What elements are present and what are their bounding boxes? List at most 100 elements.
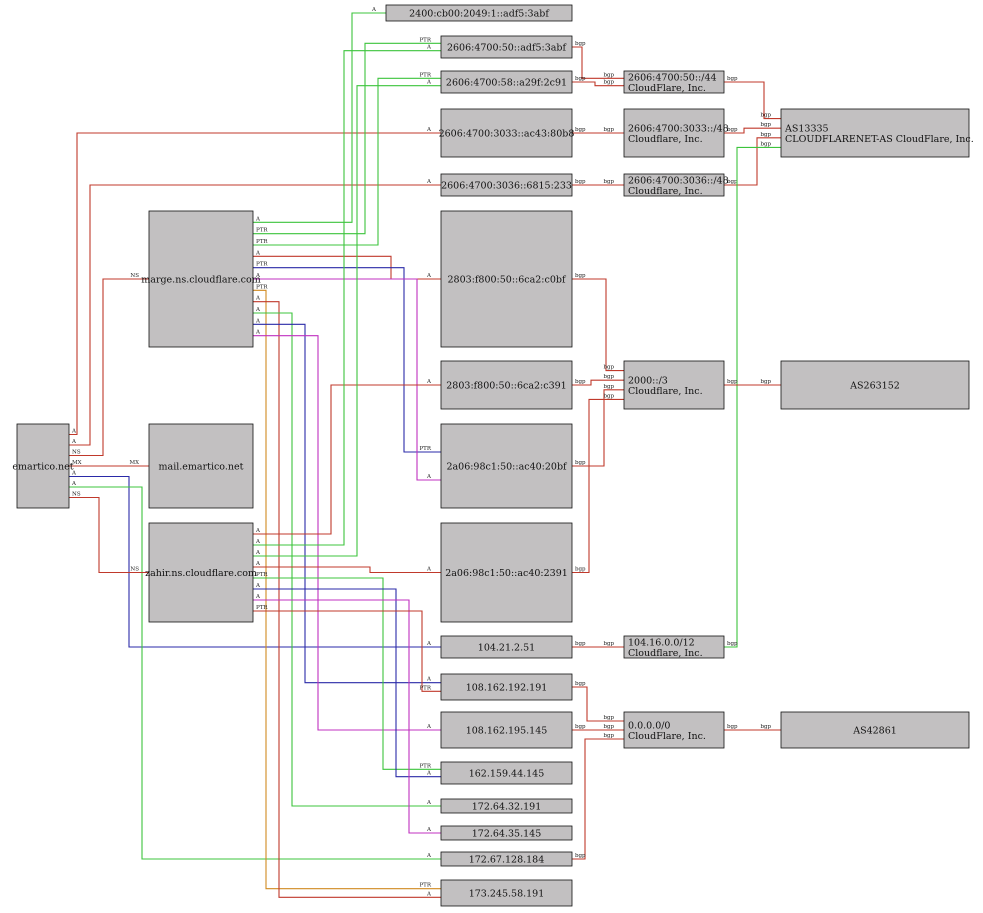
edge-label: bgp xyxy=(760,724,771,730)
node-ip104[interactable]: 104.21.2.51 xyxy=(440,635,573,659)
edge-line xyxy=(253,384,441,535)
node-mail[interactable]: mail.emartico.net xyxy=(148,423,254,509)
node-ip108b[interactable]: 108.162.195.145 xyxy=(440,711,573,749)
edge-label: bgp xyxy=(603,641,614,647)
node-ip2606c[interactable]: 2606:4700:3033::ac43:80b8 xyxy=(439,108,575,158)
node-ip172c[interactable]: 172.67.128.184 xyxy=(440,851,573,867)
edge-label: bgp xyxy=(603,80,614,86)
edge-line xyxy=(253,588,441,778)
node-label: mail.emartico.net xyxy=(159,462,244,473)
edge-line xyxy=(572,81,624,87)
edge-label: PTR xyxy=(419,72,431,78)
edge-line xyxy=(253,566,441,574)
edge-marge-ip108a: AA xyxy=(253,318,441,684)
edge-label: bgp xyxy=(760,132,771,138)
node-ip2606d[interactable]: 2606:4700:3036::6815:233 xyxy=(440,173,573,197)
node-ip172a[interactable]: 172.64.32.191 xyxy=(440,798,573,814)
node-ip2803b[interactable]: 2803:f800:50::6ca2:c391 xyxy=(440,360,573,410)
edge-label: A xyxy=(426,80,432,86)
edge-label: A xyxy=(426,827,432,833)
edge-emartico-ip104: AA xyxy=(69,471,441,648)
edge-label: bgp xyxy=(603,733,614,739)
node-label: Cloudflare, Inc. xyxy=(628,648,703,659)
edge-tail-label: bgp xyxy=(575,379,586,385)
edge-line xyxy=(572,398,624,574)
node-box xyxy=(780,360,970,410)
edge-line xyxy=(253,12,386,223)
node-label: 172.64.35.145 xyxy=(472,829,542,840)
edge-tail-label: A xyxy=(255,330,261,336)
edge-line xyxy=(69,486,441,860)
node-ip2a06b[interactable]: 2a06:98c1:50::ac40:2391 xyxy=(440,522,573,623)
edge-label: A xyxy=(426,273,432,279)
edge-tail-label: A xyxy=(255,561,261,567)
node-as42861[interactable]: AS42861 xyxy=(780,711,970,749)
node-box xyxy=(623,173,725,197)
node-marge[interactable]: marge.ns.cloudflare.com xyxy=(141,210,261,348)
node-label: 173.245.58.191 xyxy=(469,889,545,900)
edge-label: bgp xyxy=(760,141,771,147)
node-ip2a06a[interactable]: 2a06:98c1:50::ac40:20bf xyxy=(440,423,573,509)
edge-tail-label: A xyxy=(255,539,261,545)
node-box xyxy=(148,210,254,348)
node-ip2606b[interactable]: 2606:4700:58::a29f:2c91 xyxy=(440,70,573,94)
edge-line xyxy=(253,610,441,692)
edge-line xyxy=(253,335,441,731)
node-box xyxy=(440,673,573,701)
edge-label: bgp xyxy=(760,379,771,385)
edge-label: bgp xyxy=(603,365,614,371)
node-ip172b[interactable]: 172.64.35.145 xyxy=(440,825,573,841)
node-label: AS42861 xyxy=(852,726,897,737)
node-zahir[interactable]: zahir.ns.cloudflare.com xyxy=(145,522,257,623)
edge-line xyxy=(253,323,441,684)
node-as263152[interactable]: AS263152 xyxy=(780,360,970,410)
edge-tail-label: bgp xyxy=(727,76,738,82)
node-ip108a[interactable]: 108.162.192.191 xyxy=(440,673,573,701)
node-label: CloudFlare, Inc. xyxy=(628,83,706,94)
edge-tail-label: PTR xyxy=(256,239,268,245)
edge-tail-label: A xyxy=(255,250,261,256)
edge-label: A xyxy=(426,641,432,647)
edge-label: bgp xyxy=(603,374,614,380)
node-box xyxy=(148,423,254,509)
node-label: 108.162.195.145 xyxy=(466,726,548,737)
node-ip162[interactable]: 162.159.44.145 xyxy=(440,761,573,785)
edge-label: bgp xyxy=(603,393,614,399)
edge-line xyxy=(69,278,149,457)
node-ip2606a[interactable]: 2606:4700:50::adf5:3abf xyxy=(440,35,573,59)
edge-tail-label: bgp xyxy=(727,179,738,185)
node-label: emartico.net xyxy=(12,462,73,473)
node-label: 2606:4700:58::a29f:2c91 xyxy=(446,78,567,89)
edge-label: A xyxy=(426,771,432,777)
edge-marge-ip2a06a: AA xyxy=(253,273,441,481)
edge-line xyxy=(253,42,441,235)
node-box xyxy=(440,635,573,659)
node-ip173[interactable]: 173.245.58.191 xyxy=(440,879,573,907)
edge-label: PTR xyxy=(419,685,431,691)
node-ip2803a[interactable]: 2803:f800:50::6ca2:c0bf xyxy=(440,210,573,348)
node-emartico[interactable]: emartico.net xyxy=(12,423,74,509)
edge-zahir-ip2803b: AA xyxy=(253,379,441,535)
node-layer: emartico.net marge.ns.cloudflare.com mail.… xyxy=(12,4,974,907)
edge-tail-label: MX xyxy=(72,460,82,466)
edge-pfx104-as13335: bgp bgp xyxy=(724,141,781,648)
edge-tail-label: A xyxy=(255,550,261,556)
edge-line xyxy=(253,50,441,546)
edge-tail-label: A xyxy=(255,296,261,302)
node-ip2400[interactable]: 2400:cb00:2049:1::adf5:3abf xyxy=(385,4,573,22)
node-box xyxy=(440,423,573,509)
edge-marge-ip2400: AA xyxy=(253,7,386,223)
